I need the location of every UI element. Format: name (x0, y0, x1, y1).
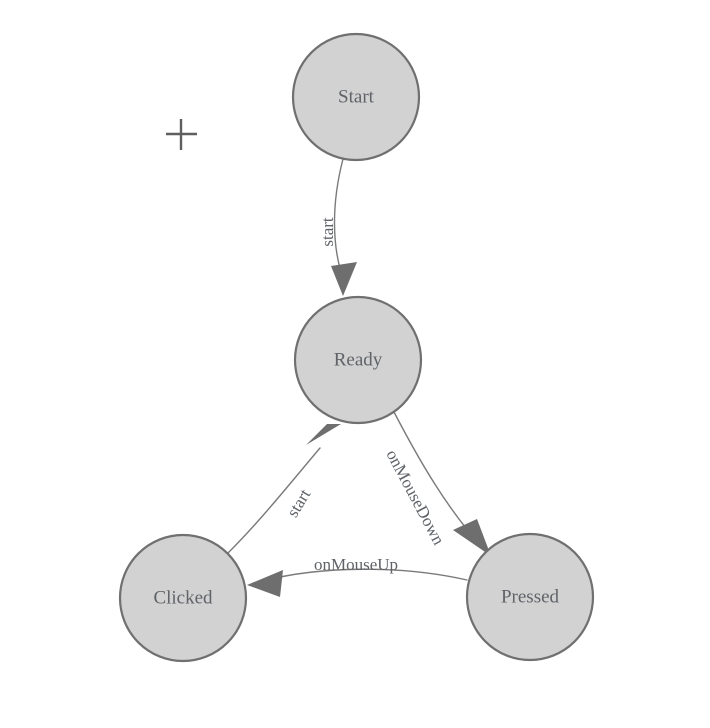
edge-label-pressed-to-clicked: onMouseUp (314, 555, 398, 574)
node-group: Start Ready Clicked Pressed (118, 32, 595, 663)
crosshair-icon[interactable] (166, 119, 197, 150)
node-clicked-label: Clicked (153, 587, 213, 608)
edge-path-start-to-ready (333, 158, 344, 273)
arrowhead-ready-to-pressed (453, 519, 491, 556)
edge-clicked-to-ready[interactable]: start (227, 424, 341, 554)
edge-label-clicked-to-ready: start (283, 486, 315, 521)
node-ready-circle[interactable] (293, 295, 423, 425)
node-clicked[interactable]: Clicked (118, 533, 248, 663)
edge-label-ready-to-pressed: onMouseDown (382, 447, 448, 549)
node-ready[interactable]: Ready (293, 295, 423, 425)
edge-path-pressed-to-clicked (262, 568, 468, 582)
edge-start-to-ready[interactable]: start (318, 158, 357, 296)
edge-label-start-to-ready: start (318, 217, 337, 247)
node-start-label: Start (338, 86, 375, 107)
node-pressed-circle[interactable] (465, 532, 595, 662)
arrowhead-start-to-ready (331, 262, 357, 296)
node-start[interactable]: Start (291, 32, 421, 162)
node-clicked-circle[interactable] (118, 533, 248, 663)
arrowhead-pressed-to-clicked (247, 570, 283, 597)
edge-pressed-to-clicked[interactable]: onMouseUp (247, 555, 468, 597)
node-pressed[interactable]: Pressed (465, 532, 595, 662)
edge-ready-to-pressed[interactable]: onMouseDown (382, 411, 491, 556)
node-start-circle[interactable] (291, 32, 421, 162)
node-ready-label: Ready (334, 349, 383, 370)
arrowhead-clicked-to-ready (306, 424, 341, 445)
node-pressed-label: Pressed (501, 586, 560, 607)
edge-path-clicked-to-ready (227, 447, 321, 554)
